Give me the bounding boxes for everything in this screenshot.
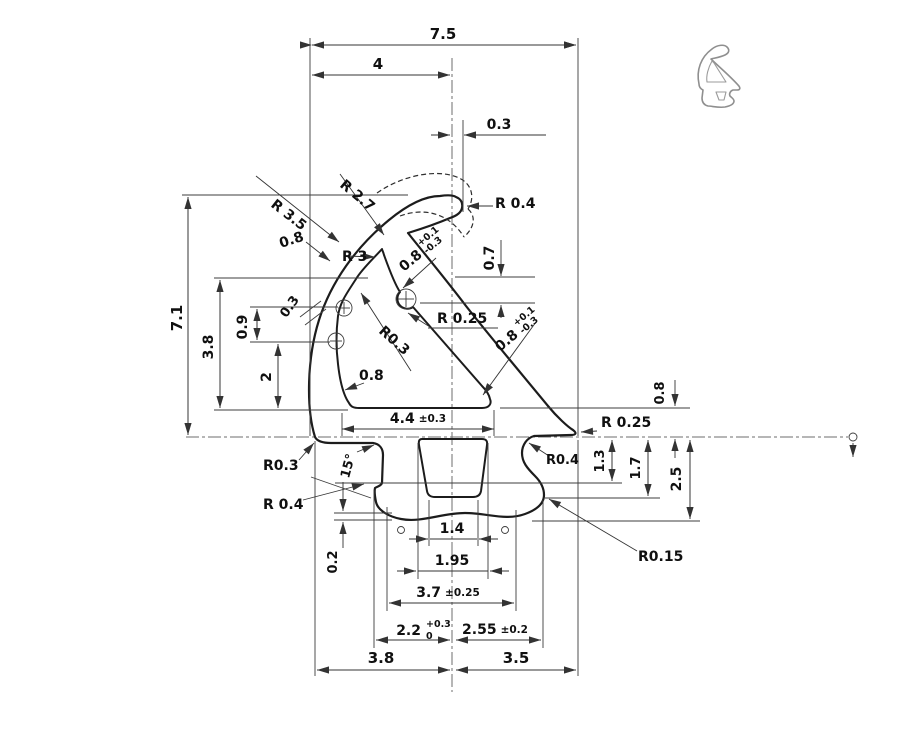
dim-wall-height: 3.8 [201, 335, 217, 360]
dim-wall-thickness: 0.8 [277, 229, 306, 252]
dim-tip-offset: 0.3 [487, 117, 512, 133]
dim-lower-wall: 2 [259, 372, 275, 382]
dim-bump-offset: 0.3 [277, 293, 302, 320]
profile-outline [307, 194, 577, 521]
dimension-lines [184, 41, 694, 674]
radius-mid: R 2.7 [336, 177, 377, 215]
radius-bead: R 0.25 [437, 311, 487, 327]
dim-slot-bottom: 1.4 [440, 521, 465, 537]
dim-mid-depth: 1.7 [629, 456, 644, 479]
profile-cavity [335, 248, 492, 409]
dim-foot-left-width: 2.2 +0.3 0 [396, 619, 451, 642]
svg-text:2.2: 2.2 [396, 623, 421, 639]
centerlines [186, 58, 848, 692]
profile-thumbnail-icon [697, 44, 741, 109]
svg-text:+0.3: +0.3 [426, 619, 451, 630]
dim-bump-pitch: 0.9 [235, 315, 251, 340]
leader-lines [255, 173, 638, 552]
svg-text:0: 0 [426, 631, 433, 642]
radius-inner: R 3 [342, 249, 367, 265]
dim-foot-depth: 2.5 [669, 467, 685, 492]
dim-base-right: 3.5 [503, 649, 530, 667]
dim-upper-width: 4 [373, 55, 383, 73]
radius-left-notch: R 0.4 [263, 497, 304, 513]
radius-foot: R0.15 [638, 549, 683, 565]
dim-foot-right-width: 2.55±0.2 [462, 622, 528, 638]
dim-blade-thickness-lower: 0.8 +0.1 -0.3 [492, 304, 540, 355]
dim-base-left: 3.8 [368, 649, 395, 667]
radius-left-tip: R0.3 [263, 458, 299, 474]
extension-lines [182, 38, 700, 676]
dim-notch-depth: 1.3 [593, 449, 608, 472]
deflected-lip-phantom [376, 172, 474, 238]
dim-overall-height: 7.1 [168, 305, 186, 332]
dim-flange-width: 4.4±0.3 [390, 411, 446, 427]
radius-notch-right: R0.4 [546, 453, 579, 468]
radius-cavity: R0.3 [375, 323, 412, 359]
dim-flange-thickness: 0.8 [359, 368, 384, 384]
radius-center-marks [327, 288, 509, 534]
radius-blade-tip: R 0.25 [601, 415, 651, 431]
dim-notch-angle: 15° [338, 452, 359, 480]
datum-end-marker [848, 432, 858, 457]
dim-overall-width: 7.5 [430, 25, 457, 43]
dim-hook-gap: 0.7 [482, 246, 498, 271]
radius-hook-tip: R 0.4 [495, 196, 536, 212]
profile-slot-island [417, 438, 489, 498]
dim-lip-height: 0.8 [653, 381, 668, 404]
svg-text:0.8: 0.8 [492, 327, 521, 355]
dim-foot-width: 3.7±0.25 [416, 585, 480, 601]
dim-step: 0.2 [326, 550, 341, 573]
dim-slot-top: 1.95 [435, 553, 470, 569]
